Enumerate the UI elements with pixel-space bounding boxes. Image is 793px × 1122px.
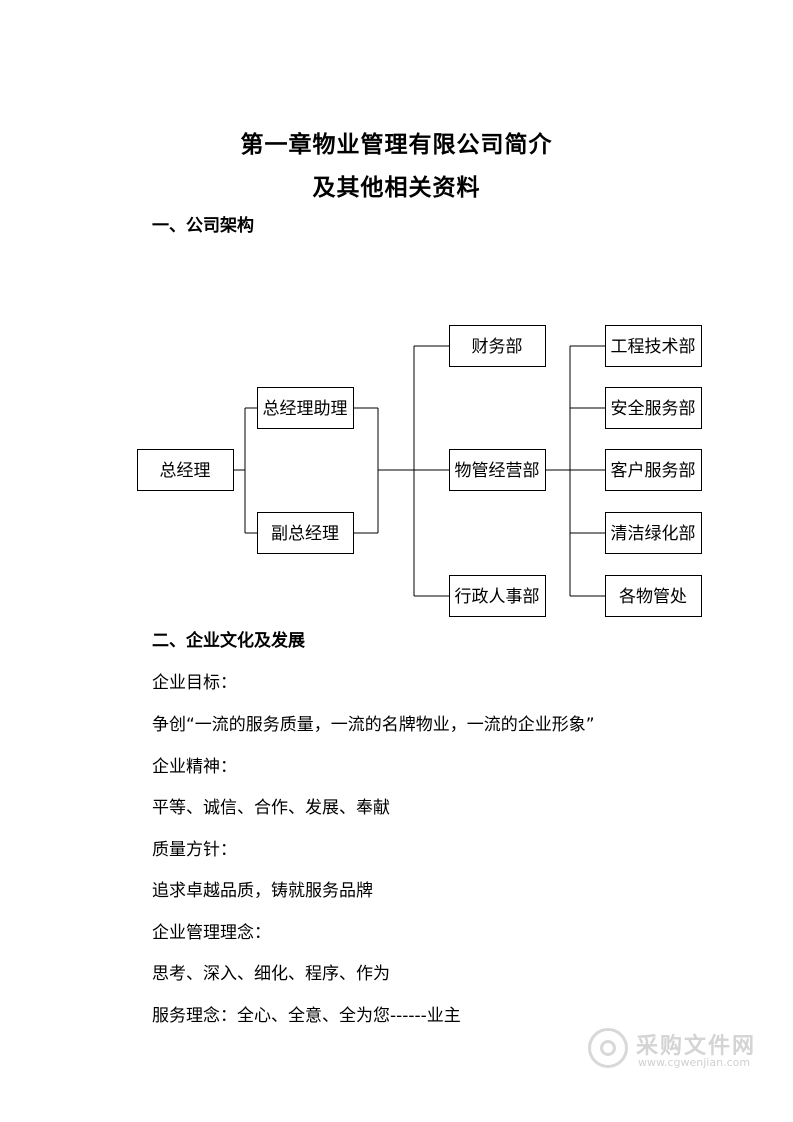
org-label-finance: 财务部 [472, 337, 523, 357]
org-label-security: 安全服务部 [611, 399, 696, 419]
management-label: 企业管理理念： [152, 923, 271, 943]
goal-label: 企业目标： [152, 673, 237, 693]
management-text: 思考、深入、细化、程序、作为 [152, 964, 390, 984]
section-heading-structure: 一、公司架构 [152, 216, 254, 236]
org-box-general-manager [137, 449, 234, 491]
org-label-gm-assistant: 总经理助理 [263, 399, 348, 419]
page-title-line2: 及其他相关资料 [312, 175, 481, 201]
org-box-gm-assistant [257, 387, 354, 429]
org-box-finance [449, 325, 546, 367]
spirit-text: 平等、诚信、合作、发展、奉献 [152, 798, 390, 818]
section-heading-culture: 二、企业文化及发展 [152, 631, 305, 651]
org-box-property-offices [605, 575, 702, 617]
org-label-property-offices: 各物管处 [619, 587, 687, 607]
service-philosophy: 服务理念：全心、全意、全为您------业主 [152, 1006, 461, 1026]
org-chart: 总经理 总经理助理 副总经理 财务部 物管经营部 行政人事部 工程技术部 安全服… [137, 325, 702, 617]
watermark-logo: 采购文件网 www.cgwenjian.com [588, 1024, 758, 1076]
quality-label: 质量方针： [152, 840, 237, 860]
org-label-cleaning-greening: 清洁绿化部 [611, 524, 696, 544]
watermark-logo-icon [588, 1028, 628, 1068]
org-box-deputy-gm [257, 512, 354, 554]
page-title-line1: 第一章物业管理有限公司简介 [240, 132, 553, 158]
org-box-admin-hr [449, 575, 546, 617]
org-box-property-ops [449, 449, 546, 491]
org-box-engineering [605, 325, 702, 367]
spirit-label: 企业精神： [152, 757, 237, 777]
org-label-general-manager: 总经理 [160, 461, 211, 481]
org-chart-connectors [234, 345, 605, 597]
org-label-property-ops: 物管经营部 [455, 461, 540, 481]
org-label-admin-hr: 行政人事部 [455, 587, 540, 607]
org-box-security [605, 387, 702, 429]
watermark-url: www.cgwenjian.com [638, 1056, 751, 1069]
org-label-deputy-gm: 副总经理 [271, 524, 339, 544]
goal-text: 争创“一流的服务质量，一流的名牌物业，一流的企业形象” [152, 715, 595, 735]
watermark-title: 采购文件网 [636, 1034, 757, 1059]
org-label-engineering: 工程技术部 [611, 337, 696, 357]
org-box-customer-service [605, 449, 702, 491]
org-box-cleaning-greening [605, 512, 702, 554]
quality-text: 追求卓越品质，铸就服务品牌 [152, 881, 373, 901]
org-label-customer-service: 客户服务部 [611, 461, 696, 481]
